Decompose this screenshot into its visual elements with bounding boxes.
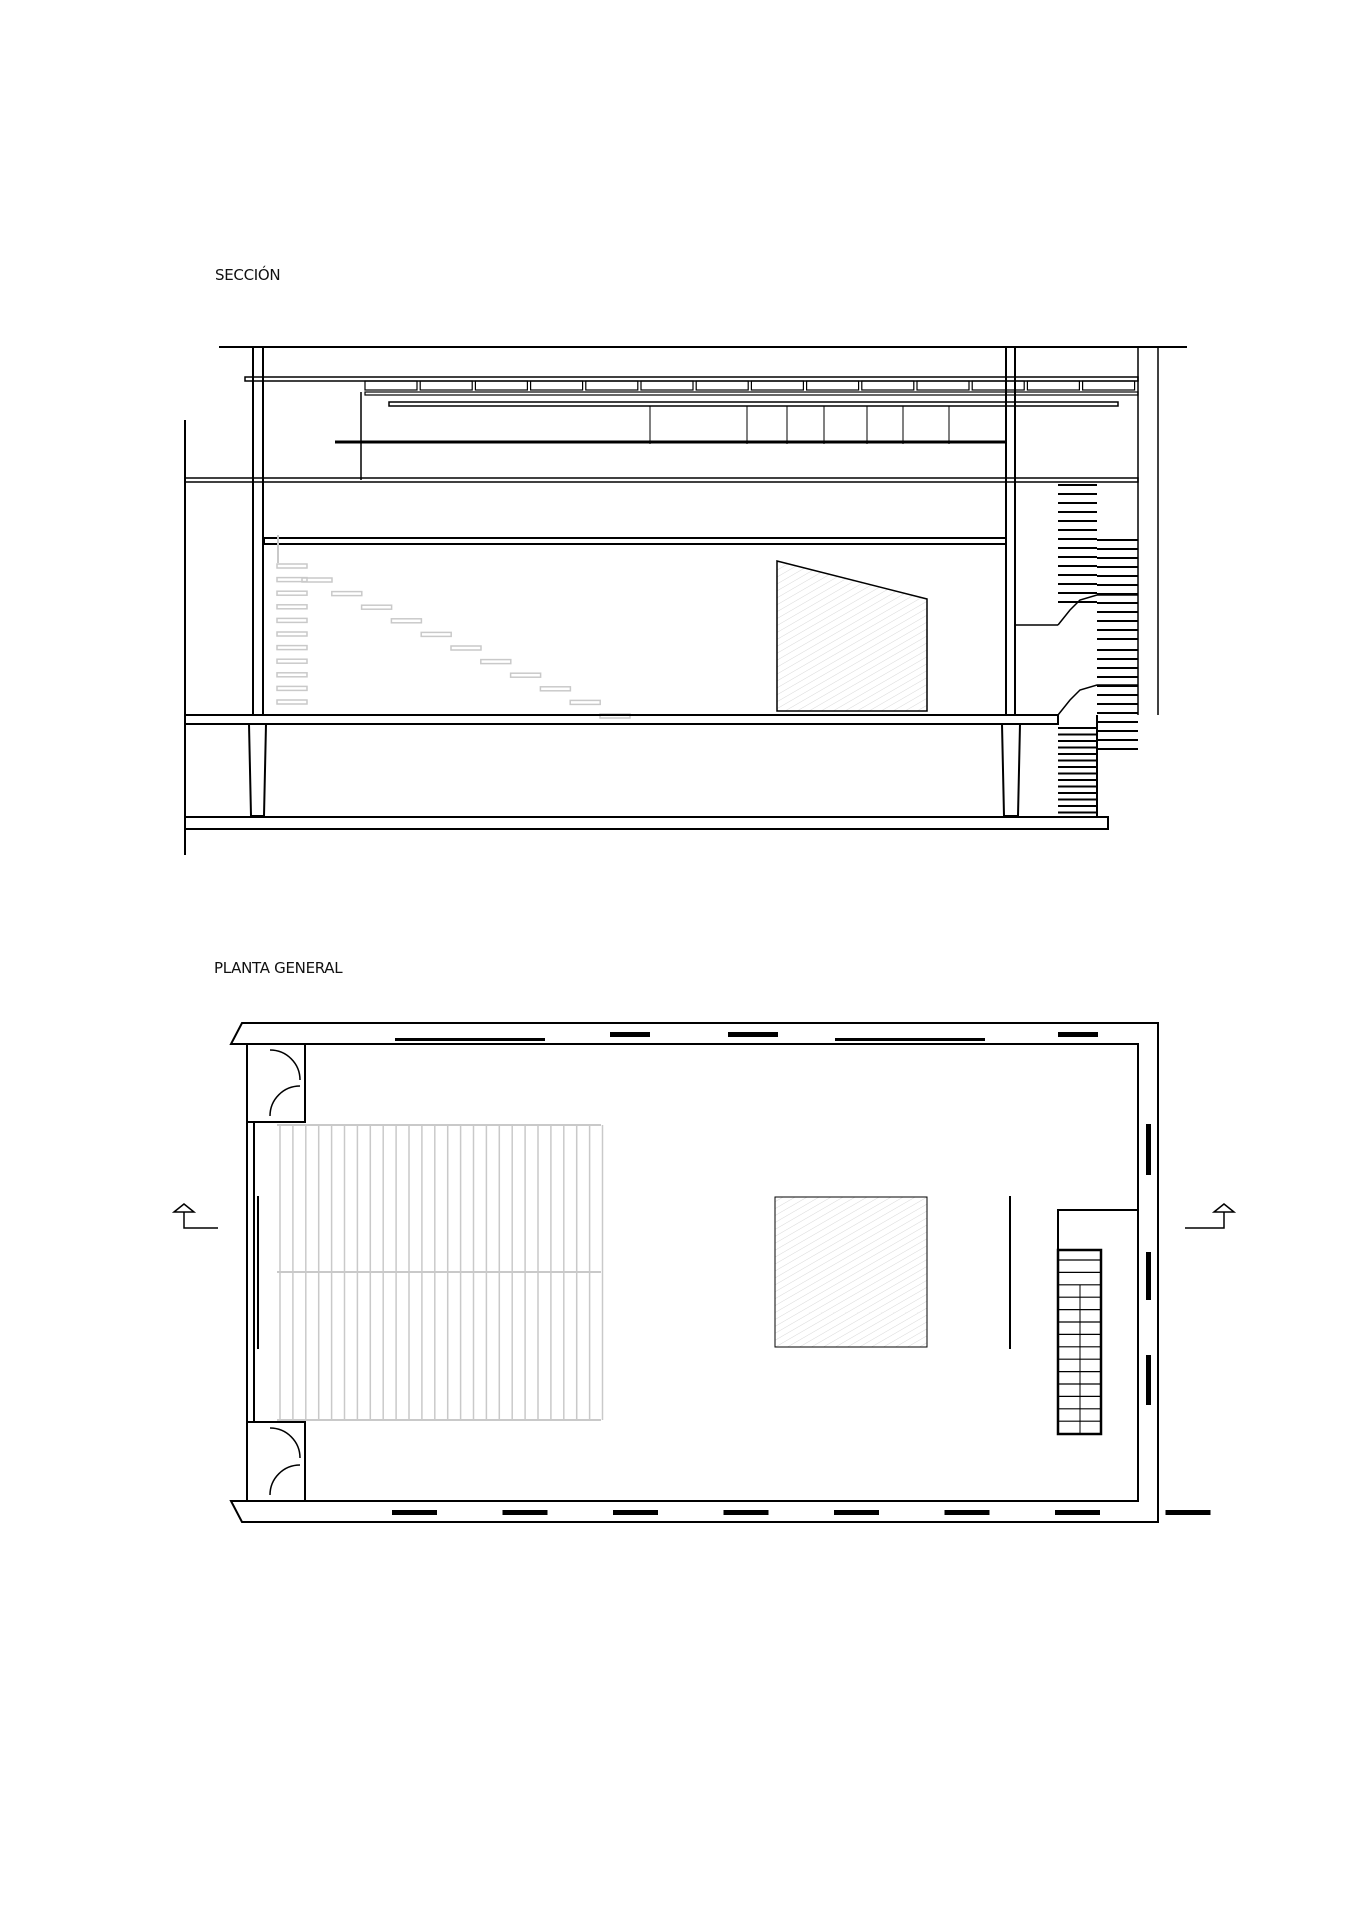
bleachers-section [276, 535, 631, 719]
bleacher-riser [276, 590, 308, 596]
truss-panel [750, 380, 805, 391]
left-column [252, 346, 264, 716]
window-bottom [613, 1510, 658, 1515]
truss-panel [585, 380, 639, 391]
upper-slab [184, 477, 1139, 483]
lighting-hangers [649, 406, 950, 444]
bleacher-riser [276, 672, 308, 678]
plan-title: PLANTA GENERAL [214, 959, 343, 977]
window-bottom [502, 1510, 548, 1515]
bleacher-step [569, 699, 601, 706]
door-alcove-top [246, 1043, 306, 1123]
window-bottom [834, 1510, 879, 1515]
lower-left-column [247, 723, 268, 817]
truss-panel [971, 380, 1025, 391]
stair-flight [1057, 684, 1138, 716]
plan-drawing [171, 1022, 1237, 1523]
bleacher-step [450, 645, 482, 651]
bleacher-step [360, 604, 393, 610]
window-right [1146, 1124, 1151, 1175]
bleacher-riser [276, 563, 308, 569]
inner-wall [305, 1043, 1139, 1502]
stair-treads [1058, 1259, 1101, 1434]
window-bottom [1055, 1510, 1100, 1515]
window-top [1058, 1032, 1098, 1037]
truss-rail [364, 391, 1139, 396]
bleacher-riser [276, 644, 308, 651]
windows [392, 1032, 1211, 1515]
section-arrow-left [171, 1203, 218, 1229]
section-title: SECCIÓN [215, 265, 280, 284]
door-swings [269, 1049, 301, 1496]
truss-panel [529, 380, 584, 391]
lower-right-column [1000, 723, 1022, 817]
window-top [610, 1032, 650, 1037]
main-floor [184, 714, 1059, 725]
stair-upper [1057, 1209, 1138, 1250]
gallery-beam [263, 537, 1007, 545]
stair-flight [1057, 594, 1138, 626]
bleacher-riser [276, 685, 308, 692]
window-top [728, 1032, 778, 1037]
roof-truss [364, 380, 1136, 391]
truss-panel [695, 380, 749, 391]
truss-panel [419, 380, 473, 391]
hatched-volume-plan [774, 1196, 928, 1348]
section-drawing [184, 346, 1187, 855]
truss-panel [364, 380, 418, 391]
bleacher-riser [276, 631, 308, 637]
window-right [1146, 1355, 1151, 1405]
truss-panel [640, 380, 694, 391]
window-bottom [723, 1510, 769, 1515]
hatched-volume [776, 560, 928, 712]
bleacher-riser [276, 658, 308, 664]
bleacher-riser [276, 617, 308, 624]
window-bottom [944, 1510, 990, 1515]
window-top-wide [395, 1038, 545, 1041]
truss-panel [916, 380, 970, 391]
outer-wall [229, 1022, 1159, 1523]
truss-panel [1026, 380, 1081, 391]
truss-panel [474, 380, 528, 391]
stairs-section [1057, 484, 1138, 814]
bleacher-step [480, 658, 512, 665]
bleacher-riser [276, 576, 308, 583]
section-arrow-right [1185, 1203, 1237, 1229]
door-alcove-bottom [246, 1421, 306, 1502]
window-right [1146, 1252, 1151, 1300]
rigging-beam [388, 401, 1119, 407]
window-bottom [1165, 1510, 1211, 1515]
lower-floor [184, 816, 1109, 830]
bleacher-step [509, 672, 542, 678]
truss-panel [861, 380, 915, 391]
window-top-wide [835, 1038, 985, 1041]
bleacher-step [390, 618, 423, 624]
bleacher-step [539, 686, 572, 692]
bleacher-step [331, 590, 363, 597]
bleacher-step [301, 577, 333, 583]
bleachers-plan [277, 1124, 604, 1421]
truss-panel [805, 380, 860, 391]
window-bottom [392, 1510, 437, 1515]
ceiling-beam [244, 376, 1139, 382]
bleacher-step [420, 631, 452, 638]
bleacher-riser [276, 604, 308, 610]
truss-panel [1081, 380, 1136, 391]
bleacher-riser [276, 699, 308, 705]
